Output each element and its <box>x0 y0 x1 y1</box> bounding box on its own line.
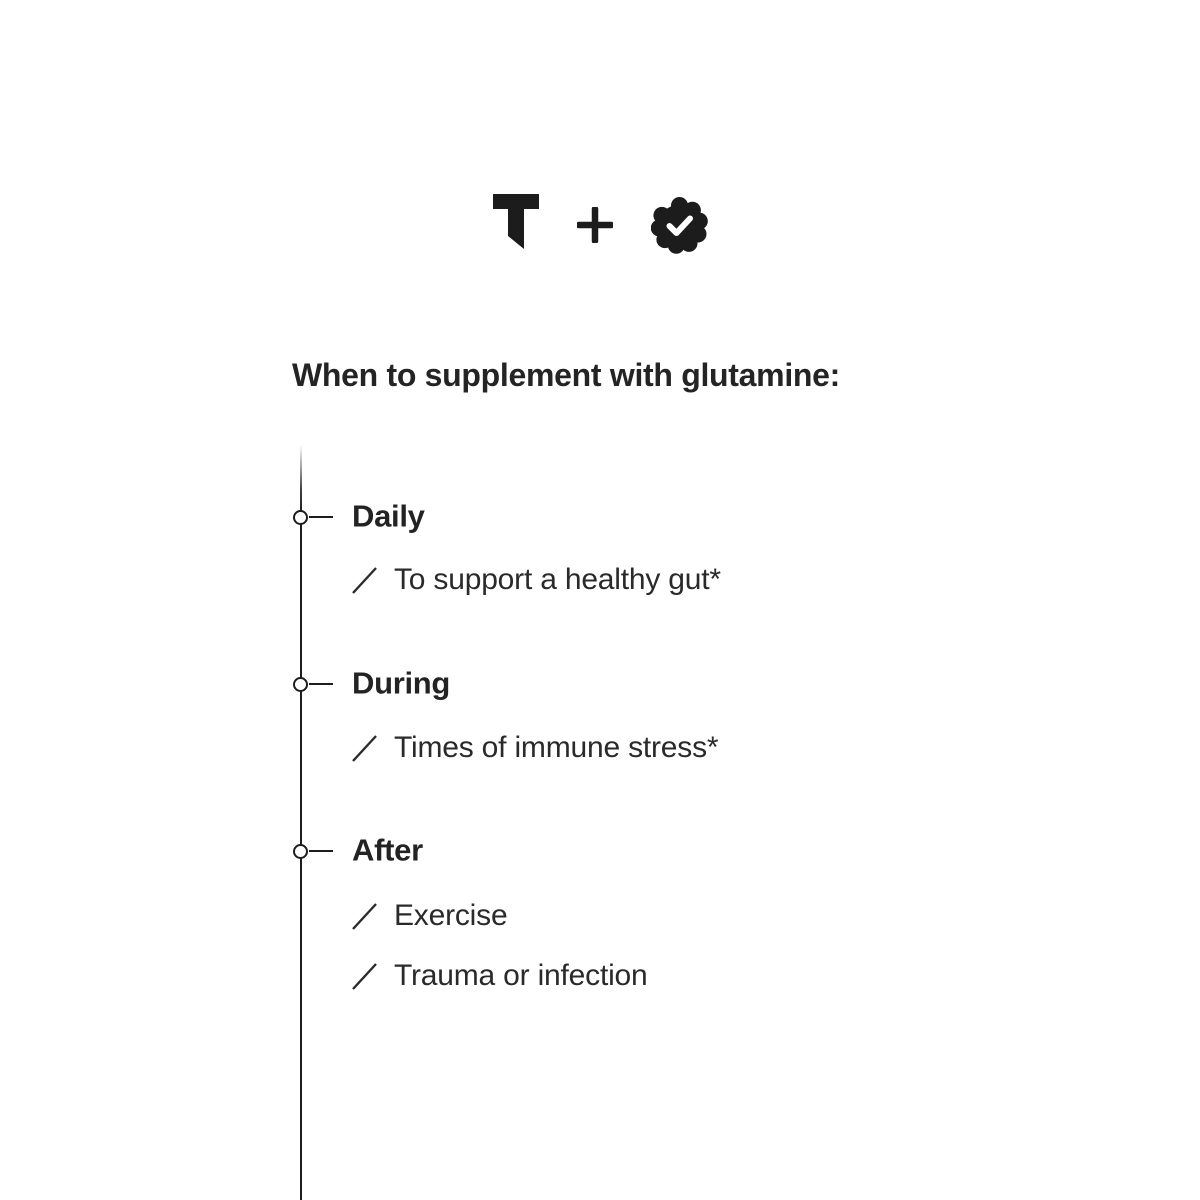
timeline-vertical-line <box>300 445 302 1200</box>
timeline-node-dash <box>309 515 333 519</box>
timeline-node-during <box>293 676 308 692</box>
brand-t-logo-icon <box>492 194 539 249</box>
timeline-point-text: Trauma or infection <box>394 959 648 992</box>
timeline-node-dash <box>309 849 333 853</box>
timeline-label-daily: Daily <box>352 498 425 534</box>
brand-logo-lockup <box>0 194 1200 256</box>
slash-icon <box>352 902 377 930</box>
timeline-point: Times of immune stress* <box>351 731 719 765</box>
timeline-label-during: During <box>352 665 451 701</box>
slash-icon <box>352 566 377 594</box>
timeline-point: To support a healthy gut* <box>351 563 721 597</box>
timeline-point-text: Exercise <box>394 899 508 932</box>
timeline-node-after <box>293 843 308 859</box>
slash-icon <box>352 962 377 990</box>
verified-check-badge-icon <box>650 196 708 254</box>
timeline-node-daily <box>293 509 308 525</box>
timeline-point: Trauma or infection <box>351 959 648 993</box>
timeline-node-dash <box>309 682 333 686</box>
plus-icon <box>576 207 613 243</box>
timeline-point-text: To support a healthy gut* <box>394 563 721 596</box>
timeline-label-after: After <box>352 832 423 868</box>
page-title: When to supplement with glutamine: <box>292 357 841 393</box>
slash-icon <box>352 734 377 762</box>
timeline-point: Exercise <box>351 899 508 933</box>
timeline-point-text: Times of immune stress* <box>394 731 719 764</box>
